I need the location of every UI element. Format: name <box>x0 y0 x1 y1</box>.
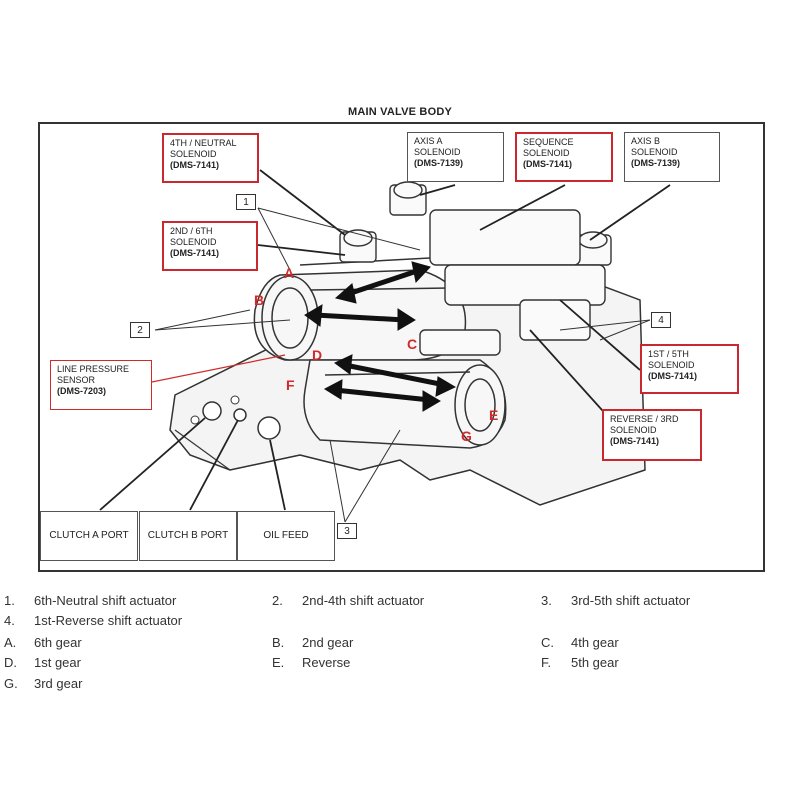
clutch-b-port-hole <box>233 408 247 422</box>
legend-item-b: B.2nd gear <box>272 635 354 650</box>
number-leader-lines <box>154 207 651 523</box>
number-box-1: 1 <box>236 194 256 210</box>
solenoid-cluster <box>339 181 612 356</box>
diagram-title: MAIN VALVE BODY <box>347 106 453 118</box>
diagram-frame <box>38 122 765 572</box>
callout-sequence-solenoid: SEQUENCE SOLENOID (DMS-7141) <box>515 132 613 182</box>
callout-1st-5th-solenoid: 1ST / 5TH SOLENOID (DMS-7141) <box>640 344 739 394</box>
legend-item-g: G.3rd gear <box>4 676 83 691</box>
oil-feed-port-hole <box>257 416 281 440</box>
callout-axis-b-solenoid: AXIS B SOLENOID (DMS-7139) <box>624 132 720 182</box>
gear-label-e: E <box>489 407 499 423</box>
legend-item-2: 2.2nd-4th shift actuator <box>272 593 425 608</box>
legend-item-f: F.5th gear <box>541 655 619 670</box>
number-box-3: 3 <box>337 523 357 539</box>
valve-body-lower-edge <box>174 429 646 506</box>
gear-label-g: G <box>461 428 472 444</box>
line-pressure-leader <box>151 354 286 383</box>
legend-item-e: E.Reverse <box>272 655 351 670</box>
callout-4th-neutral-solenoid: 4TH / NEUTRAL SOLENOID (DMS-7141) <box>162 133 259 183</box>
leader-lines <box>99 169 671 511</box>
gear-label-f: F <box>286 377 295 393</box>
callout-reverse-3rd-solenoid: REVERSE / 3RD SOLENOID (DMS-7141) <box>602 409 702 461</box>
clutch-a-port-box: CLUTCH A PORT <box>40 511 138 561</box>
gear-label-c: C <box>407 336 418 352</box>
gear-label-b: B <box>254 292 265 308</box>
legend-item-4: 4.1st-Reverse shift actuator <box>4 613 183 628</box>
callout-axis-a-solenoid: AXIS A SOLENOID (DMS-7139) <box>407 132 504 182</box>
legend-item-d: D.1st gear <box>4 655 81 670</box>
legend-item-1: 1.6th-Neutral shift actuator <box>4 593 177 608</box>
number-box-4: 4 <box>651 312 671 328</box>
lower-actuator-assembly <box>303 359 507 449</box>
gear-label-a: A <box>284 265 295 281</box>
number-box-2: 2 <box>130 322 150 338</box>
callout-line-pressure-sensor: LINE PRESSURE SENSOR (DMS-7203) <box>50 360 152 410</box>
actuator-arrows <box>304 261 457 412</box>
legend-item-c: C.4th gear <box>541 635 619 650</box>
clutch-b-port-box: CLUTCH B PORT <box>139 511 237 561</box>
legend-item-3: 3.3rd-5th shift actuator <box>541 593 691 608</box>
callout-2nd-6th-solenoid: 2ND / 6TH SOLENOID (DMS-7141) <box>162 221 258 271</box>
gear-label-d: D <box>312 347 323 363</box>
clutch-a-port-hole <box>202 401 222 421</box>
oil-feed-box: OIL FEED <box>237 511 335 561</box>
legend-item-a: A.6th gear <box>4 635 82 650</box>
